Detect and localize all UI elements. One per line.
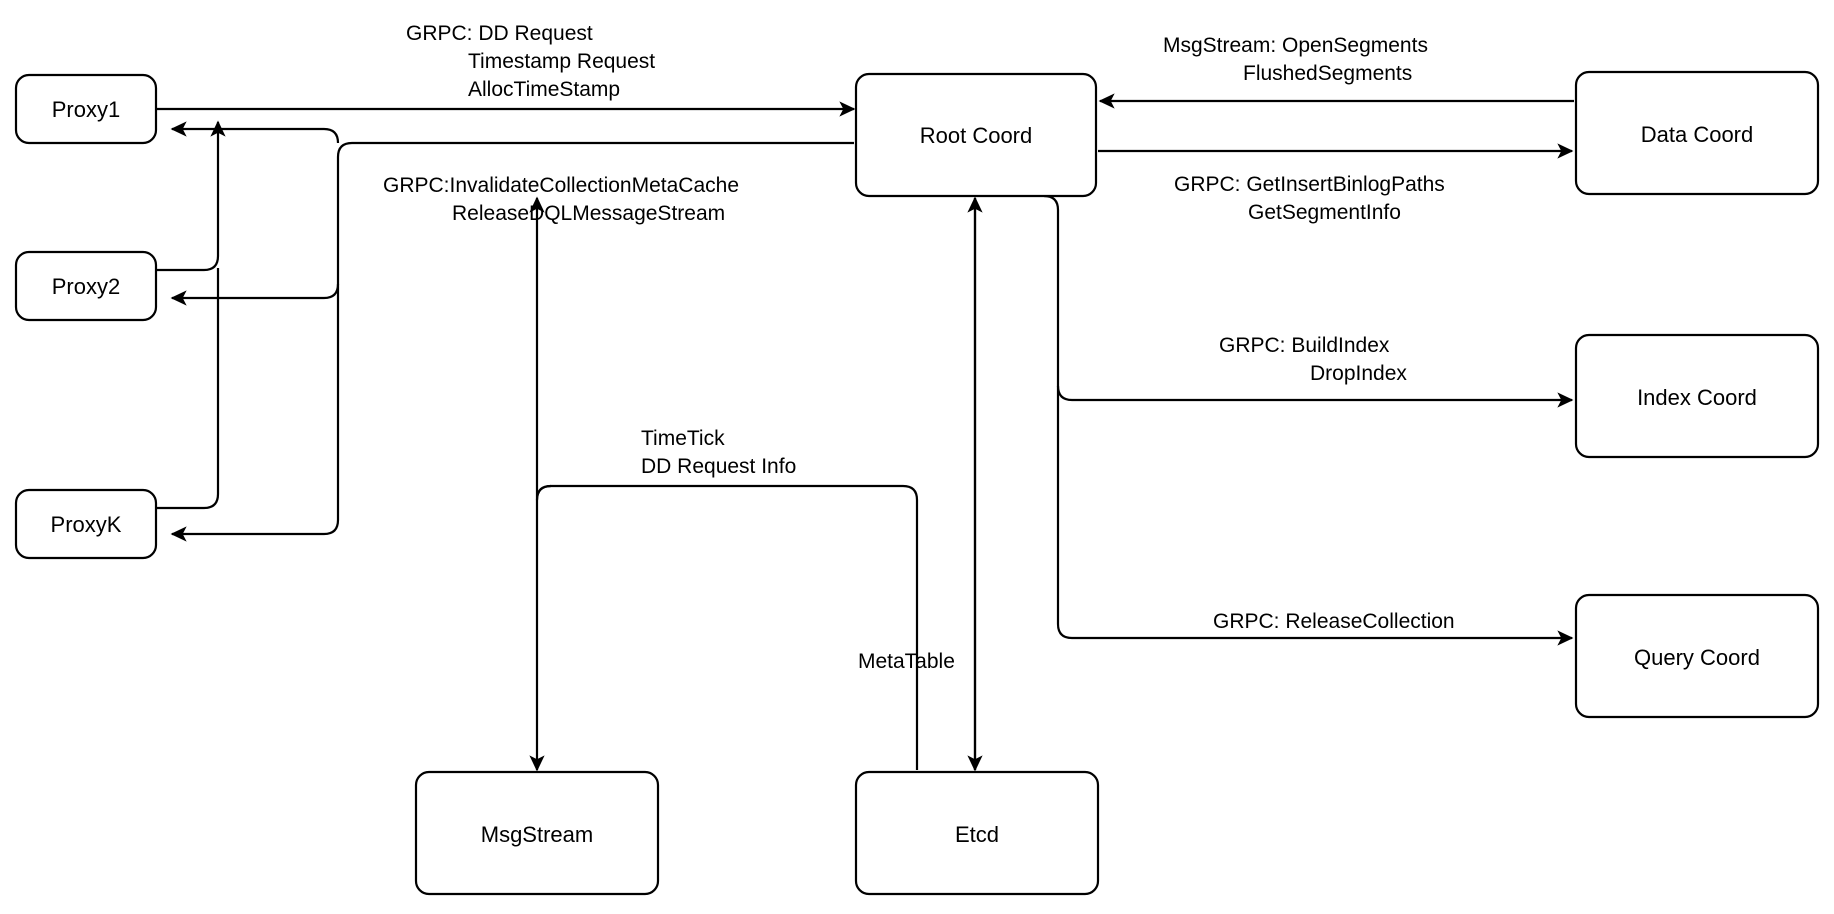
node-shape-rootcoord[interactable] (854, 72, 1098, 198)
node-shape-indexcoord[interactable] (1574, 333, 1820, 459)
edge-label-rootcoord-to-datacoord: GRPC: GetInsertBinlogPaths GetSegmentInf… (1174, 173, 1451, 224)
edge-label-rootcoord-to-proxies: GRPC:InvalidateCollectionMetaCache Relea… (383, 174, 745, 225)
node-indexcoord[interactable]: Index Coord (1574, 333, 1820, 459)
edge-label-datacoord-to-rootcoord: MsgStream: OpenSegments FlushedSegments (1163, 34, 1434, 85)
edge-labels-layer: GRPC: DD Request Timestamp Request Alloc… (383, 22, 1455, 673)
node-datacoord[interactable]: Data Coord (1574, 70, 1820, 196)
node-label-proxy2: Proxy2 (52, 274, 120, 299)
node-msgstream[interactable]: MsgStream (414, 770, 660, 896)
node-proxy1[interactable]: Proxy1 (14, 73, 158, 145)
edge-line-proxy2-riser (156, 120, 226, 272)
node-label-rootcoord: Root Coord (920, 123, 1033, 148)
node-label-msgstream: MsgStream (481, 822, 593, 847)
node-querycoord[interactable]: Query Coord (1574, 593, 1820, 719)
edge-label-rootcoord-to-querycoord: GRPC: ReleaseCollection (1213, 610, 1455, 633)
node-shape-querycoord[interactable] (1574, 593, 1820, 719)
edge-line-proxyk-riser (156, 268, 220, 510)
edge-line-rootcoord-to-proxy2 (170, 283, 340, 306)
node-label-proxyk: ProxyK (51, 512, 122, 537)
node-label-querycoord: Query Coord (1634, 645, 1760, 670)
node-proxyk[interactable]: ProxyK (14, 488, 158, 560)
node-shape-datacoord[interactable] (1574, 70, 1820, 196)
node-shape-proxy1[interactable] (14, 73, 158, 145)
edge-label-rootcoord-to-msgstream: TimeTick DD Request Info (641, 427, 796, 478)
node-label-etcd: Etcd (955, 822, 999, 847)
edge-rootcoord-to-msgstream (529, 196, 919, 772)
edge-label-rootcoord-to-indexcoord: GRPC: BuildIndex DropIndex (1219, 334, 1407, 385)
edge-proxies-to-rootcoord (156, 101, 856, 510)
edge-label-proxies-to-rootcoord: GRPC: DD Request Timestamp Request Alloc… (406, 22, 661, 101)
edge-line-rootcoord-to-msgstream-down (529, 484, 552, 772)
node-shape-msgstream[interactable] (414, 770, 660, 896)
edge-line-rootcoord-to-msgstream-up (529, 196, 919, 770)
node-shape-proxyk[interactable] (14, 488, 158, 560)
node-etcd[interactable]: Etcd (854, 770, 1100, 896)
node-proxy2[interactable]: Proxy2 (14, 250, 158, 322)
edge-line-rootcoord-to-proxy1 (170, 121, 340, 144)
edge-line-rootcoord-to-proxyk (170, 141, 854, 542)
nodes-layer: Proxy1 Proxy2 ProxyK Root Coord Data Coo… (14, 70, 1820, 896)
edges-layer (156, 93, 1574, 772)
edge-line-rootcoord-to-indexcoord (1056, 385, 1574, 408)
node-label-datacoord: Data Coord (1641, 122, 1754, 147)
node-label-indexcoord: Index Coord (1637, 385, 1757, 410)
node-rootcoord[interactable]: Root Coord (854, 72, 1098, 198)
node-label-proxy1: Proxy1 (52, 97, 120, 122)
edge-label-rootcoord-to-etcd: MetaTable (858, 650, 955, 673)
node-shape-proxy2[interactable] (14, 250, 158, 322)
node-shape-etcd[interactable] (854, 770, 1100, 896)
edge-line-rootcoord-to-querycoord (1043, 194, 1574, 646)
edge-rootcoord-right-trunk (1043, 194, 1574, 646)
edge-rootcoord-to-proxies (170, 121, 854, 542)
